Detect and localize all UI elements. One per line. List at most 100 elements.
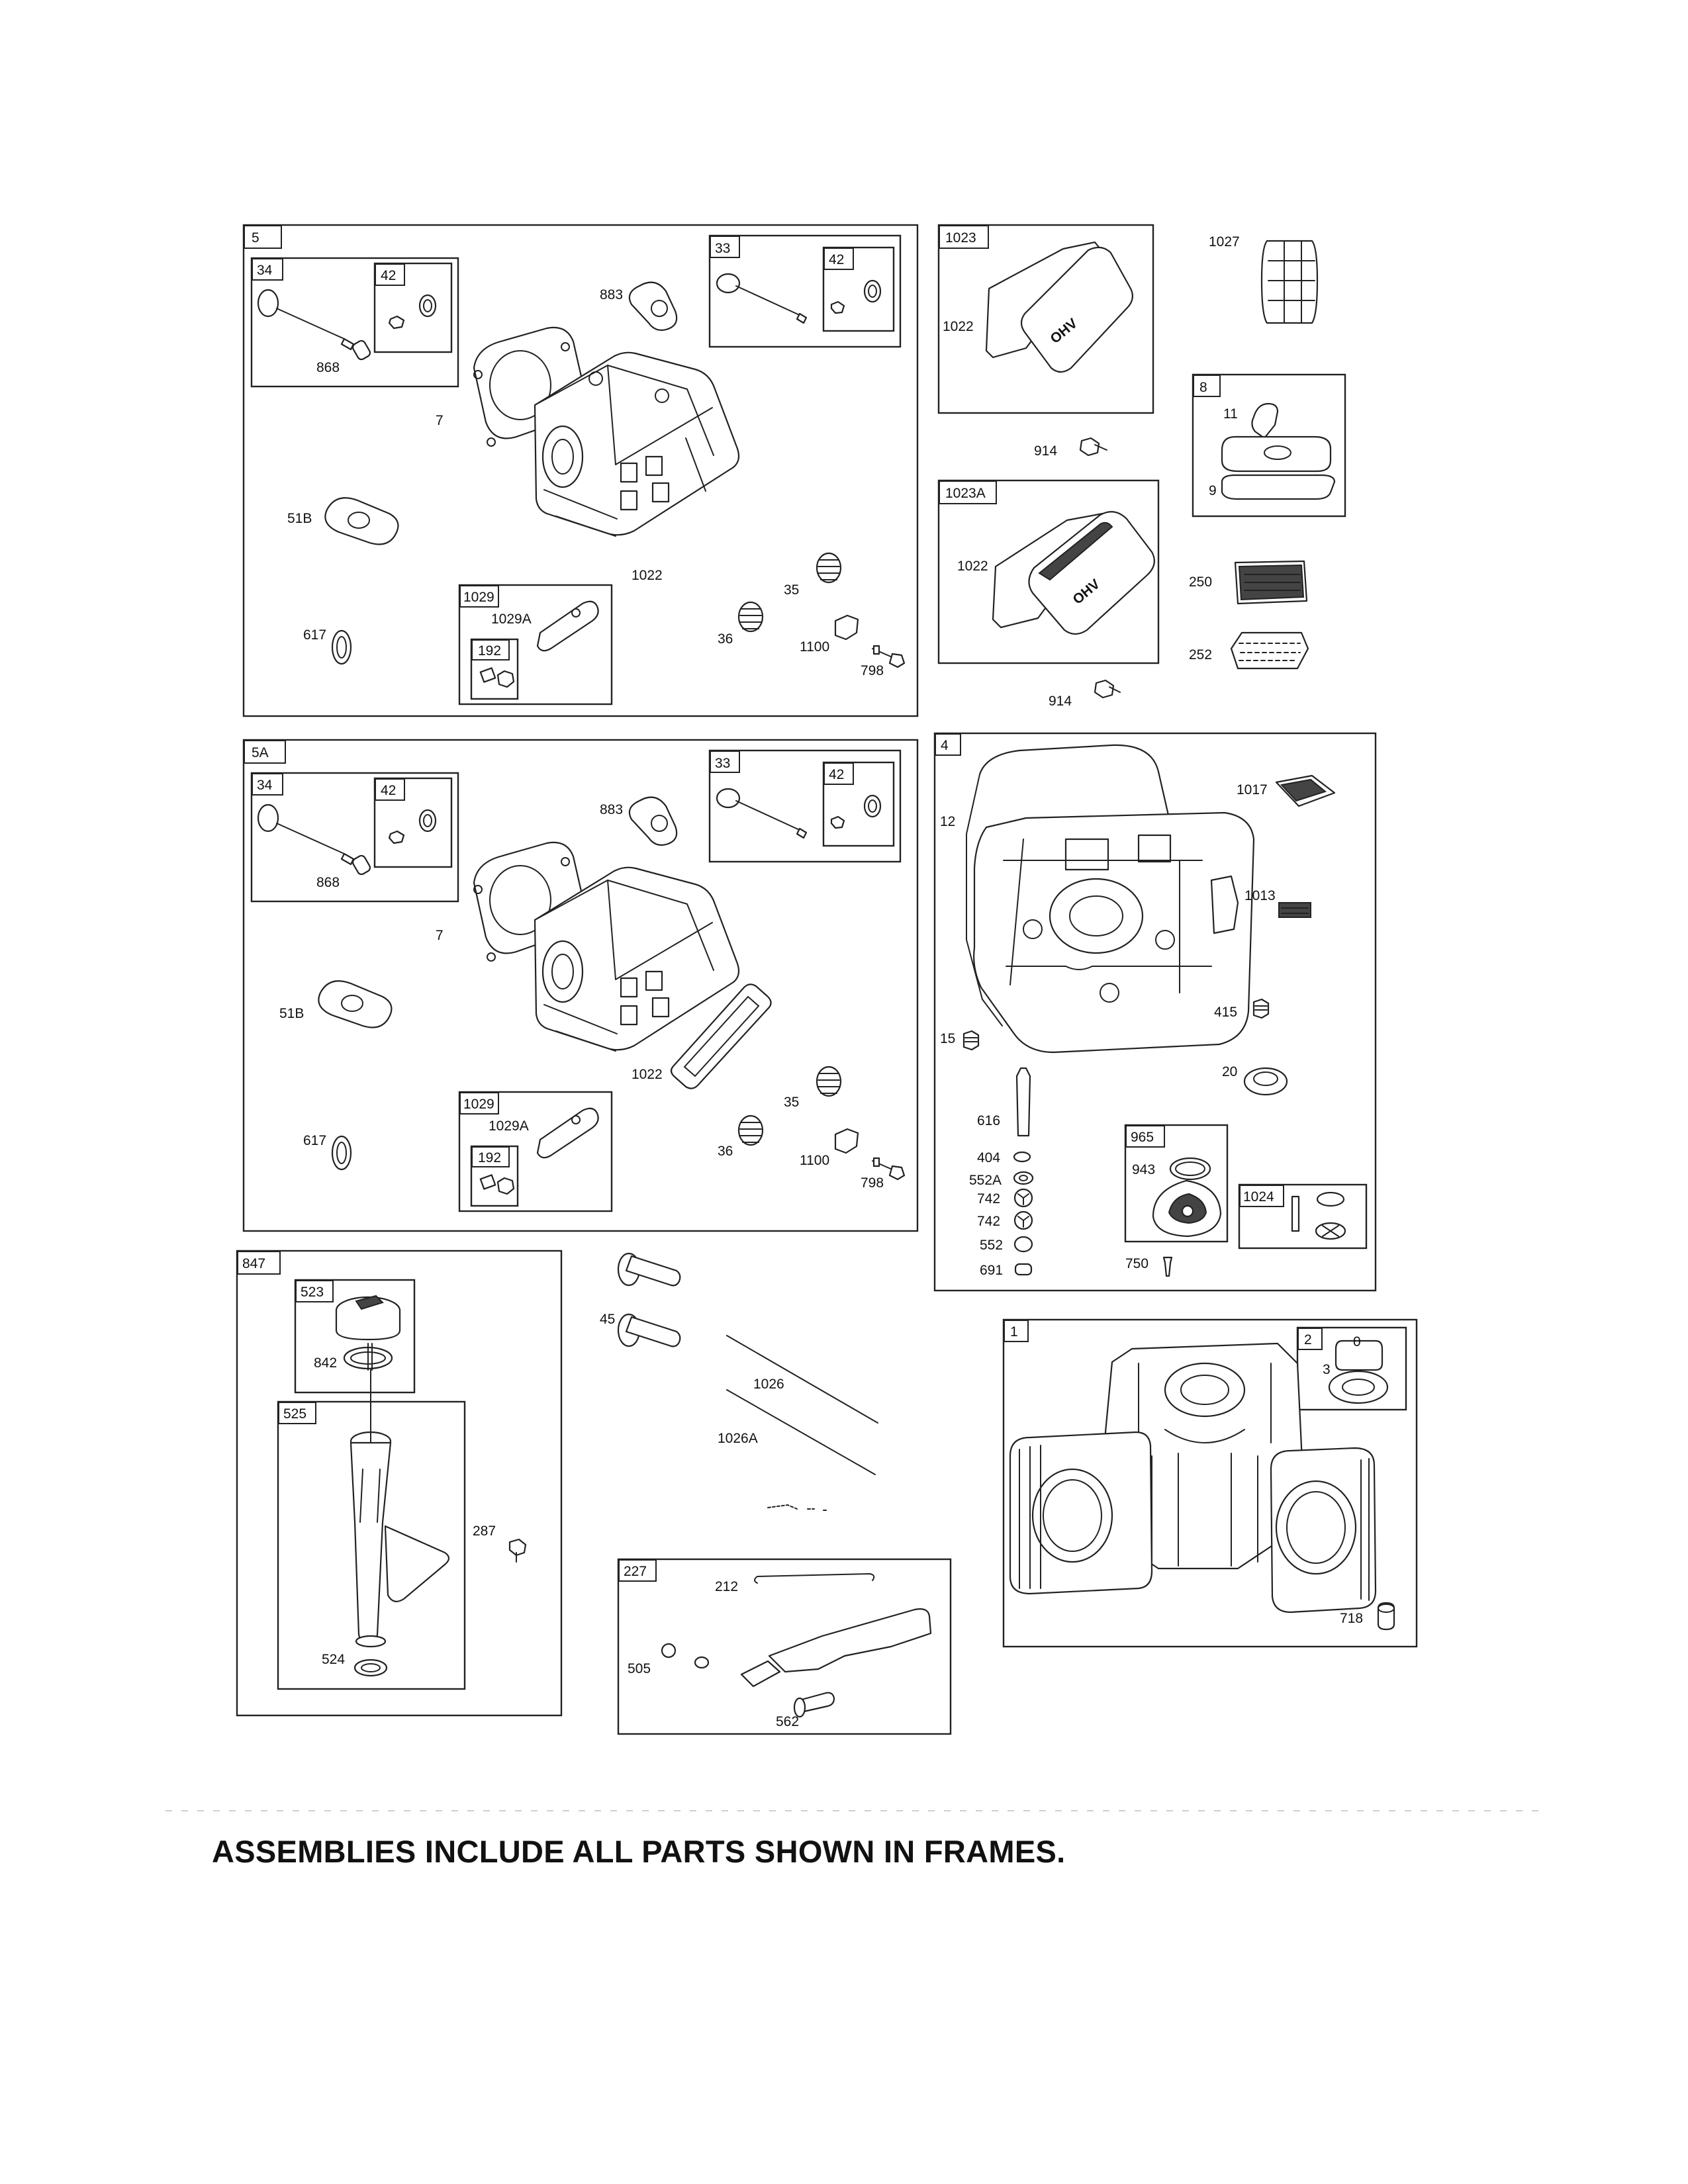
o-ring-part	[331, 629, 352, 665]
frame-label: 34	[257, 263, 273, 278]
part-label: 1017	[1237, 782, 1268, 797]
breather-tube-part	[1251, 402, 1279, 439]
frame-label: 2	[1304, 1332, 1312, 1347]
governor-lever-part	[768, 1608, 932, 1673]
pump-shaft-part	[1291, 1195, 1300, 1232]
part-label: 250	[1189, 574, 1212, 590]
part-label: 20	[1222, 1064, 1237, 1079]
part-label: 914	[1034, 443, 1057, 459]
screw-part	[1079, 437, 1100, 457]
part-label: 1100	[800, 1153, 829, 1168]
frame-label: 8	[1199, 380, 1207, 395]
push-rod-part	[726, 1335, 878, 1424]
part-label: 287	[473, 1524, 496, 1539]
pre-cleaner-part	[1230, 631, 1309, 670]
oil-filter-part	[1260, 240, 1319, 324]
part-label: 617	[303, 1133, 326, 1148]
frame-label: 1029	[463, 590, 494, 605]
part-label: 35	[784, 1095, 799, 1110]
part-label: 1026A	[718, 1431, 758, 1446]
valve-spring-part	[737, 601, 764, 633]
cover-gasket-part	[670, 983, 772, 1089]
assemblies-note: ASSEMBLIES INCLUDE ALL PARTS SHOWN IN FR…	[212, 1834, 1066, 1869]
part-label: 252	[1189, 647, 1212, 662]
crankcase-cover-part	[973, 811, 1255, 1054]
frame-label: 965	[1131, 1130, 1154, 1145]
frame-8-breather: 8 11 9	[1192, 373, 1346, 518]
part-label: 415	[1214, 1005, 1237, 1020]
part-label: 718	[1340, 1611, 1363, 1626]
frame-label: 523	[301, 1285, 324, 1300]
part-label: 883	[600, 802, 623, 817]
frame-1-crankcase: 1 2 0 3 718	[1002, 1318, 1418, 1648]
frame-label: 192	[478, 643, 501, 659]
part-label: 1022	[943, 319, 974, 334]
frame-label: 847	[242, 1256, 265, 1271]
part-label: 552A	[969, 1173, 1002, 1188]
part-label: 35	[784, 582, 799, 598]
part-label: 36	[718, 1144, 733, 1159]
oil-seal-part	[1328, 1370, 1389, 1404]
part-label: 1022	[632, 568, 663, 583]
part-label: 868	[316, 875, 340, 890]
screw-part	[1162, 1256, 1173, 1277]
frame-label: 4	[941, 738, 949, 753]
air-filter-element-part	[1234, 560, 1308, 605]
frame-5a-cylinder-head: 5A 34 42 868 33 42 883	[242, 739, 919, 1232]
part-label: 9	[1209, 483, 1217, 498]
breather-gasket-part	[1221, 474, 1336, 500]
part-label: 45	[600, 1312, 615, 1327]
valve-seal-part	[352, 340, 371, 361]
part-label: 11	[1223, 406, 1238, 422]
breather-cover-part	[1221, 435, 1332, 473]
part-label: 3	[1323, 1362, 1331, 1377]
valve-lifter-part	[617, 1252, 681, 1287]
frame-847-dipstick-tube: 847 523 842 525 524 287	[236, 1250, 563, 1717]
cylinder-head-part	[534, 866, 740, 1052]
frame-1023a-valve-cover: 1023A OHV 1022	[937, 479, 1160, 664]
part-label: 552	[980, 1238, 1003, 1253]
frame-label: 5A	[252, 745, 269, 760]
part-label: 691	[980, 1263, 1003, 1278]
part-label: 750	[1125, 1256, 1149, 1271]
part-label: 562	[776, 1714, 799, 1729]
push-rod-part	[726, 1389, 876, 1475]
valve-retainer-part	[418, 294, 437, 318]
frame-label: 33	[715, 756, 730, 771]
link-spring-part	[754, 1572, 875, 1584]
cylinder-block-part	[1009, 1342, 1377, 1614]
frame-label: 42	[381, 268, 396, 283]
part-label: 505	[628, 1661, 651, 1676]
part-label: 1022	[957, 559, 988, 574]
part-label: 12	[940, 814, 955, 829]
exhaust-gasket-part	[628, 281, 678, 331]
cylinder-head-part	[534, 351, 740, 537]
frame-5-cylinder-head: 5 34 42 868 33 42 883	[242, 224, 919, 717]
frame-label: 42	[829, 767, 844, 782]
frame-label: 227	[624, 1564, 647, 1579]
frame-label: 1	[1010, 1324, 1018, 1340]
part-label: 51B	[287, 511, 312, 526]
frame-label: 42	[829, 252, 844, 267]
part-label: 616	[977, 1113, 1000, 1128]
part-label: 7	[436, 928, 444, 943]
bolt-part	[888, 653, 906, 668]
part-label: 798	[861, 1175, 884, 1191]
part-label: 7	[436, 413, 444, 428]
intake-valve-part	[257, 289, 279, 318]
part-label: 0	[1353, 1334, 1361, 1349]
part-label: 617	[303, 627, 326, 643]
part-label: 524	[322, 1652, 345, 1667]
intake-gasket-part	[324, 497, 399, 545]
part-label: 51B	[279, 1006, 304, 1021]
part-label: 15	[940, 1031, 955, 1046]
frame-label: 1029	[463, 1097, 494, 1112]
frame-label: 1023A	[945, 486, 986, 501]
part-label: 36	[718, 631, 733, 647]
valve-tip-part	[340, 338, 355, 351]
part-label: 798	[861, 663, 884, 678]
frame-label: 192	[478, 1150, 501, 1165]
frame-label: 1024	[1243, 1189, 1274, 1205]
part-label: 943	[1132, 1162, 1155, 1177]
part-label: 1026	[753, 1377, 784, 1392]
